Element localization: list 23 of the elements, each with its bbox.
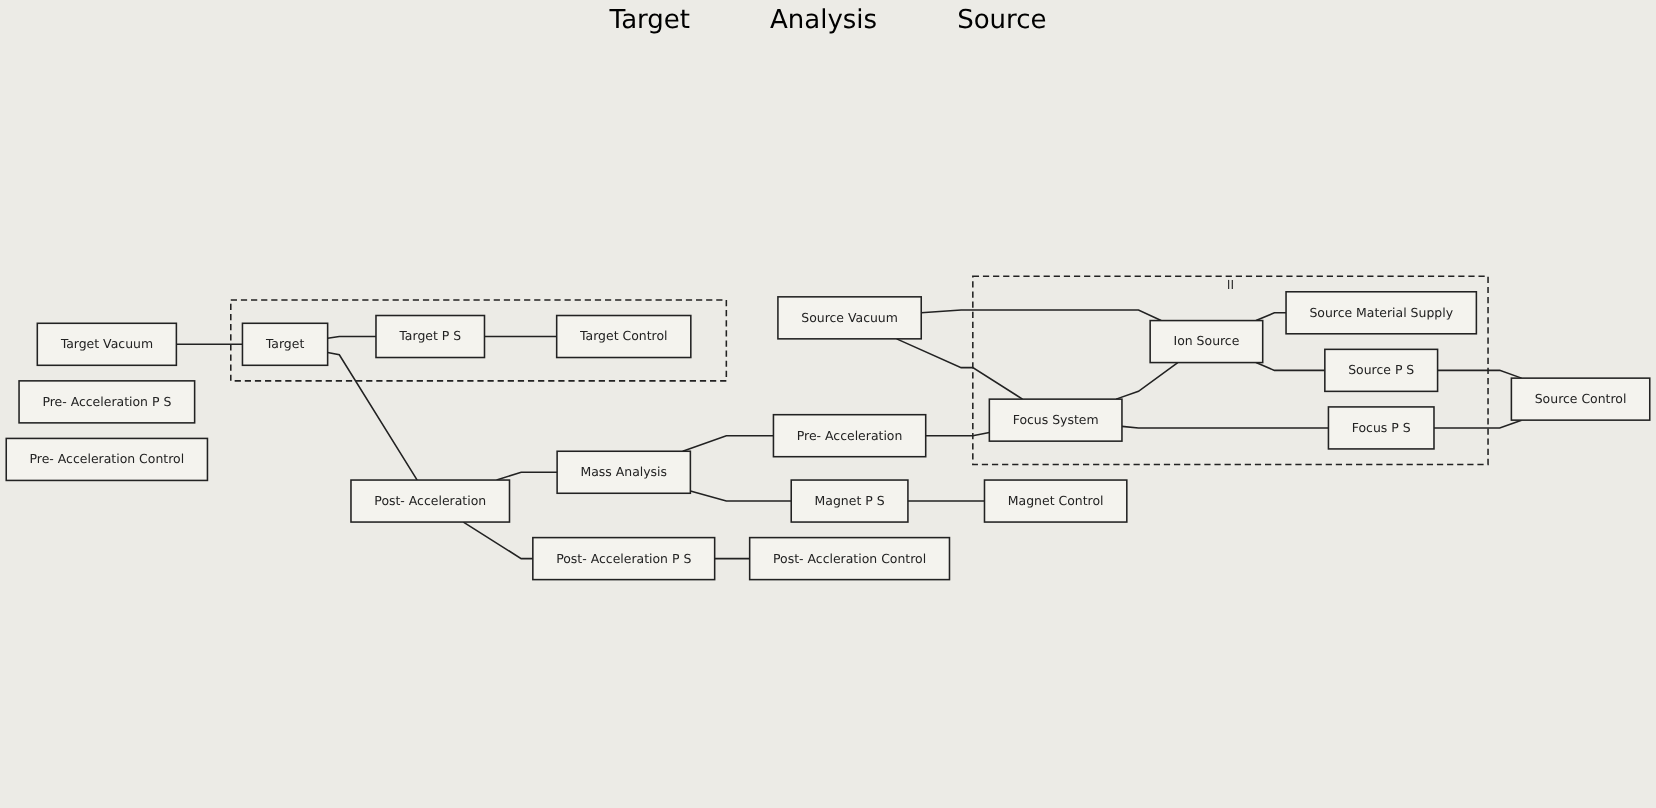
connector (326, 335, 377, 340)
cluster (230, 299, 728, 382)
connector (1121, 425, 1330, 429)
connector (920, 309, 1162, 322)
section-label: Target (609, 6, 690, 40)
connector (681, 435, 775, 453)
connector (907, 500, 986, 502)
connector (1115, 361, 1179, 400)
connector (895, 338, 1024, 400)
section-label: Source (957, 6, 1047, 40)
section-label: Analysis (770, 6, 878, 40)
connector (483, 335, 558, 338)
connector (1255, 312, 1287, 322)
connector (1433, 419, 1523, 429)
connector (326, 351, 418, 481)
connector (175, 343, 244, 346)
connector (689, 490, 792, 502)
connector (713, 557, 751, 560)
connector (462, 521, 534, 560)
connector (1436, 369, 1523, 379)
connector (924, 431, 991, 437)
connector (1255, 361, 1326, 372)
connector (495, 471, 558, 481)
